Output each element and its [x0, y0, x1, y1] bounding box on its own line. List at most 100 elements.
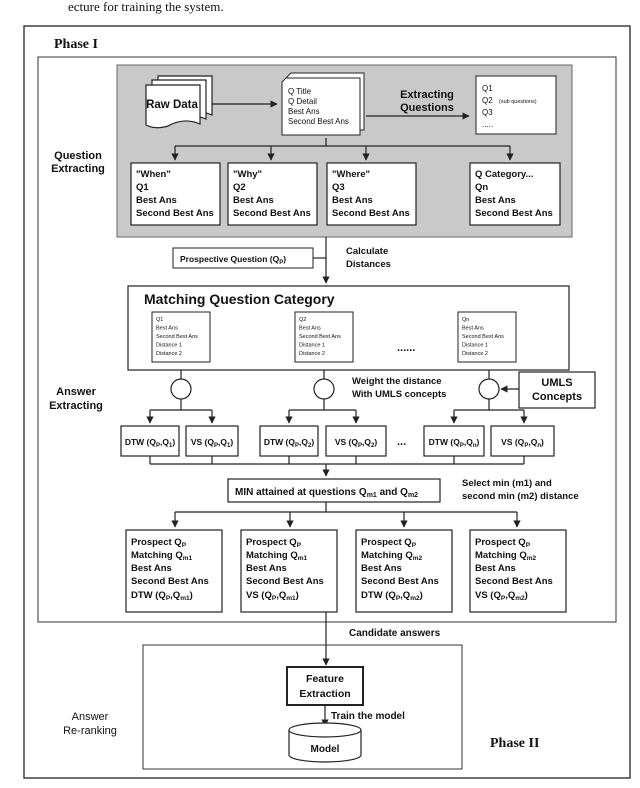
distance-box-4 — [325, 425, 387, 457]
phase2-label: Phase II — [490, 736, 539, 751]
mini-card-1 — [151, 311, 211, 363]
result-connectors — [171, 502, 521, 528]
category-line: Q2 — [233, 182, 246, 193]
result-second-best-ans: Second Best Ans — [131, 576, 209, 587]
category-line: Qn — [475, 182, 488, 193]
result-prospect: Prospect QP — [361, 537, 417, 549]
mini-card-line: Distance 1 — [299, 343, 325, 349]
distance-connectors — [146, 399, 528, 424]
prospective-question-label: Prospective Question (QP) — [180, 254, 286, 266]
label-reranking: Re-ranking — [63, 725, 117, 737]
category-box-3 — [326, 162, 417, 226]
result-second-best-ans: Second Best Ans — [361, 576, 439, 587]
feature-label: Feature — [306, 673, 344, 685]
subq-1: Q1 — [482, 84, 493, 93]
category-line: Best Ans — [475, 195, 516, 206]
subq-3: Q3 — [482, 108, 493, 117]
result-distance: DTW (QP,Qm2) — [361, 590, 423, 602]
model-cylinder: Model — [288, 722, 362, 763]
label-answer: Answer — [56, 386, 96, 398]
weight-node-2 — [313, 378, 335, 400]
category-line: Best Ans — [136, 195, 177, 206]
distance-label: DTW (QP,Q2) — [264, 437, 315, 449]
weight-node-1 — [170, 378, 192, 400]
category-box-2 — [227, 162, 318, 226]
category-line: Best Ans — [233, 195, 274, 206]
category-line: "When" — [136, 169, 171, 180]
category-box-4 — [469, 162, 561, 226]
umls-label: UMLS — [541, 377, 572, 389]
field-second-best-ans: Second Best Ans — [288, 117, 349, 126]
mini-card-line: Distance 2 — [462, 351, 488, 357]
distance-box-3 — [259, 425, 319, 457]
result-box-3 — [355, 529, 453, 613]
result-best-ans: Best Ans — [475, 563, 516, 574]
weight-text-line1: Weight the distance — [352, 376, 442, 387]
phase1-frame — [37, 56, 617, 623]
result-prospect: Prospect QP — [475, 537, 531, 549]
category-line: Second Best Ans — [475, 208, 553, 219]
distance-box-6 — [490, 425, 555, 457]
mini-card-line: Distance 1 — [156, 343, 182, 349]
figure-caption: ecture for training the system. — [68, 0, 224, 14]
mini-card-line: Best Ans — [299, 326, 321, 332]
result-distance: DTW (QP,Qm1) — [131, 590, 193, 602]
mini-card-line: Second Best Ans — [299, 334, 341, 340]
result-second-best-ans: Second Best Ans — [475, 576, 553, 587]
mini-card-line: Second Best Ans — [462, 334, 504, 340]
extraction-label: Extraction — [299, 688, 350, 700]
category-line: Q1 — [136, 182, 149, 193]
result-matching: Matching Qm2 — [475, 550, 537, 562]
result-best-ans: Best Ans — [246, 563, 287, 574]
category-line: Second Best Ans — [136, 208, 214, 219]
mini-card-line: Qn — [462, 317, 469, 323]
subq-2: Q2 — [482, 96, 493, 105]
select-min-line1: Select min (m1) and — [462, 478, 552, 489]
result-prospect: Prospect QP — [246, 537, 302, 549]
result-best-ans: Best Ans — [131, 563, 172, 574]
calculate-label: Calculate — [346, 246, 388, 257]
distance-label: VS (QP,Qn) — [501, 437, 544, 449]
distance-box-1 — [120, 425, 180, 457]
distance-boxes: DTW (QP,Q1)VS (QP,Q1)DTW (QP,Q2)VS (QP,Q… — [120, 425, 555, 457]
weight-node-3 — [478, 378, 500, 400]
distance-label: VS (QP,Q2) — [335, 437, 378, 449]
label-extracting: Extracting — [51, 163, 105, 175]
distance-box-2 — [185, 425, 239, 457]
phase1-label: Phase I — [54, 37, 98, 52]
category-line: "Why" — [233, 169, 262, 180]
outer-frame — [23, 25, 631, 779]
subquestions-box: Q1 Q2 (sub questions) Q3 ..... — [475, 75, 557, 135]
distance-dots: ... — [397, 436, 406, 448]
mini-card-line: Q2 — [299, 317, 306, 323]
field-q-title: Q Title — [288, 87, 312, 96]
category-line: "Where" — [332, 169, 370, 180]
extracting-label: Extracting — [400, 89, 454, 101]
question-fields-document: Q Title Q Detail Best Ans Second Best An… — [281, 72, 365, 136]
mini-card-line: Q1 — [156, 317, 163, 323]
distance-label: DTW (QP,Qn) — [429, 437, 480, 449]
category-line: Q Category... — [475, 169, 533, 180]
min-connectors — [149, 456, 525, 477]
mini-card-line: Second Best Ans — [156, 334, 198, 340]
result-distance: VS (QP,Qm1) — [246, 590, 299, 602]
model-label: Model — [311, 744, 340, 755]
raw-data-document: Raw Data — [145, 75, 213, 129]
raw-data-label: Raw Data — [146, 99, 198, 111]
subq-note: (sub questions) — [499, 99, 537, 105]
distance-label: DTW (QP,Q1) — [125, 437, 176, 449]
mini-card-2 — [294, 311, 354, 363]
result-best-ans: Best Ans — [361, 563, 402, 574]
phase2-frame — [142, 644, 463, 770]
min-attained-box — [227, 478, 441, 503]
mini-card-line: Distance 2 — [156, 351, 182, 357]
mini-card-line: Distance 2 — [299, 351, 325, 357]
result-matching: Matching Qm1 — [246, 550, 308, 562]
concepts-label: Concepts — [532, 391, 582, 403]
mini-card-line: Distance 1 — [462, 343, 488, 349]
